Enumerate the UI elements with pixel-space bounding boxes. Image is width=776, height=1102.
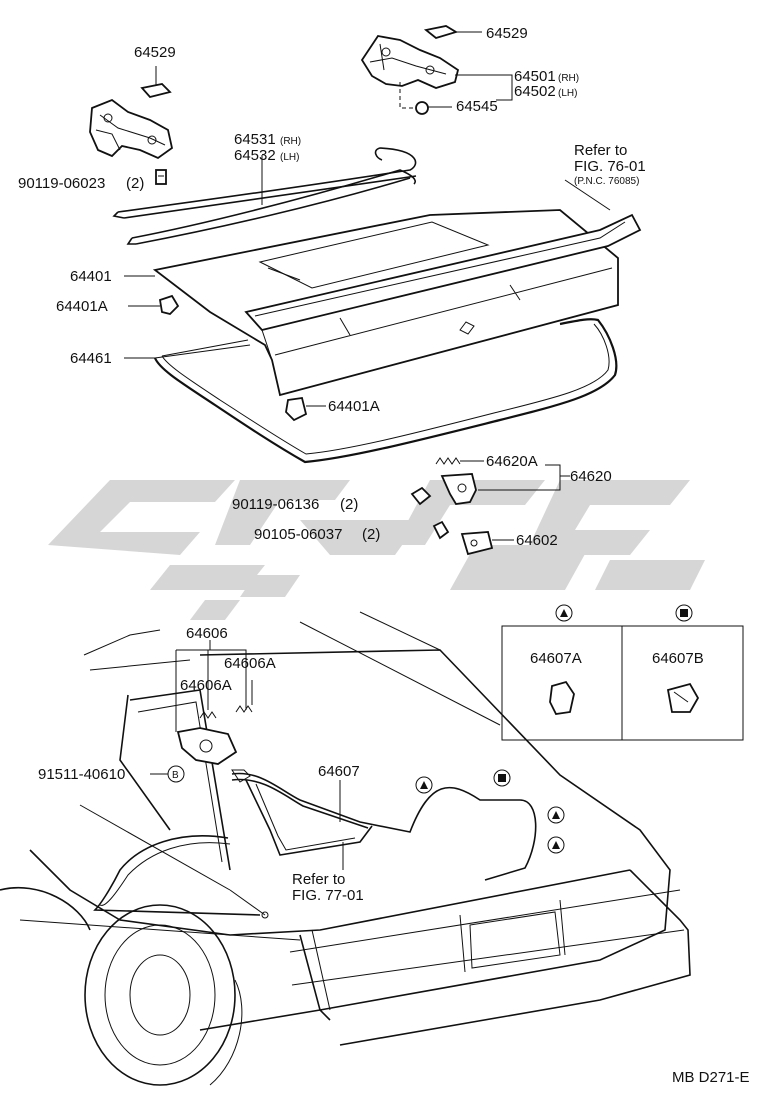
label-64501: 64501: [514, 68, 556, 85]
weatherstrip-64461: [124, 318, 618, 464]
label-64620: 64620: [570, 468, 612, 485]
label-64607B: 64607B: [652, 650, 704, 667]
marker-b-circle: [150, 765, 185, 783]
label-90105-06037-qty: (2): [362, 526, 380, 543]
cushion-64401A-upper: [128, 294, 180, 315]
label-refer-to-top: Refer to: [574, 142, 627, 159]
label-64529-left: 64529: [134, 44, 176, 61]
label-90119-06136: 90119-06136: [232, 496, 319, 513]
label-64502-side: (LH): [558, 88, 577, 99]
label-64401A-upper: 64401A: [56, 298, 108, 315]
watermark-logo: [48, 480, 705, 620]
bumper-64545: [399, 82, 452, 115]
label-64501-side: (RH): [558, 73, 579, 84]
striker-64602: [460, 531, 514, 556]
label-64531-side: (RH): [280, 136, 301, 147]
trunk-lid-64401: [124, 179, 642, 397]
label-91511-40610: 91511-40610: [38, 766, 125, 783]
label-64532: 64532: [234, 147, 276, 164]
label-pnc-76085: (P.N.C. 76085): [574, 176, 639, 187]
plate-64529-right: [423, 25, 482, 39]
label-64606: 64606: [186, 625, 228, 642]
hinge-right: [360, 35, 460, 89]
label-64545: 64545: [456, 98, 498, 115]
cushion-64401A-lower: [285, 396, 326, 422]
callouts: 64529 64529 64501 (RH) 64502 (LH) 64545 …: [18, 25, 750, 1086]
label-64607: 64607: [318, 763, 360, 780]
label-64602: 64602: [516, 532, 558, 549]
label-90105-06037: 90105-06037: [254, 526, 342, 543]
plate-64529-left: [140, 66, 172, 99]
torsion-bars: [112, 147, 417, 245]
label-64606A-a: 64606A: [224, 655, 276, 672]
marker-square-cable: [493, 769, 511, 787]
hinge-left: [89, 98, 174, 160]
car-body: [0, 611, 691, 1086]
label-64502: 64502: [514, 83, 556, 100]
label-64531: 64531: [234, 131, 276, 148]
label-64532-side: (LH): [280, 152, 299, 163]
bolt-90105-06037: [432, 520, 450, 540]
diagram-code: MB D271-E: [672, 1069, 750, 1086]
bolt-90119-06023: [155, 169, 167, 185]
leader-64501: [455, 74, 513, 101]
bolt-90119-06136: [410, 486, 432, 506]
label-fig-77-01: FIG. 77-01: [292, 887, 364, 904]
opener-64606: [175, 640, 253, 765]
label-64401: 64401: [70, 268, 112, 285]
label-64461: 64461: [70, 350, 112, 367]
marker-triangle-cable-1: [415, 776, 433, 794]
clamp-inset-box: [501, 604, 744, 741]
marker-b-letter: B: [172, 770, 179, 781]
label-64620A: 64620A: [486, 453, 538, 470]
label-64529-right: 64529: [486, 25, 528, 42]
label-64606A-b: 64606A: [180, 677, 232, 694]
lock-64620: [440, 464, 570, 505]
marker-triangle-cable-2: [547, 806, 565, 824]
marker-triangle-cable-3: [547, 836, 565, 854]
label-64401A-lower: 64401A: [328, 398, 380, 415]
label-fig-76-01: FIG. 76-01: [574, 158, 646, 175]
label-64607A: 64607A: [530, 650, 582, 667]
label-90119-06136-qty: (2): [340, 496, 358, 513]
label-90119-06023: 90119-06023: [18, 175, 105, 192]
cable-64607: [79, 769, 537, 919]
spring-64620A: [435, 457, 484, 465]
label-refer-to-bottom: Refer to: [292, 871, 345, 888]
label-90119-06023-qty: (2): [126, 175, 144, 192]
